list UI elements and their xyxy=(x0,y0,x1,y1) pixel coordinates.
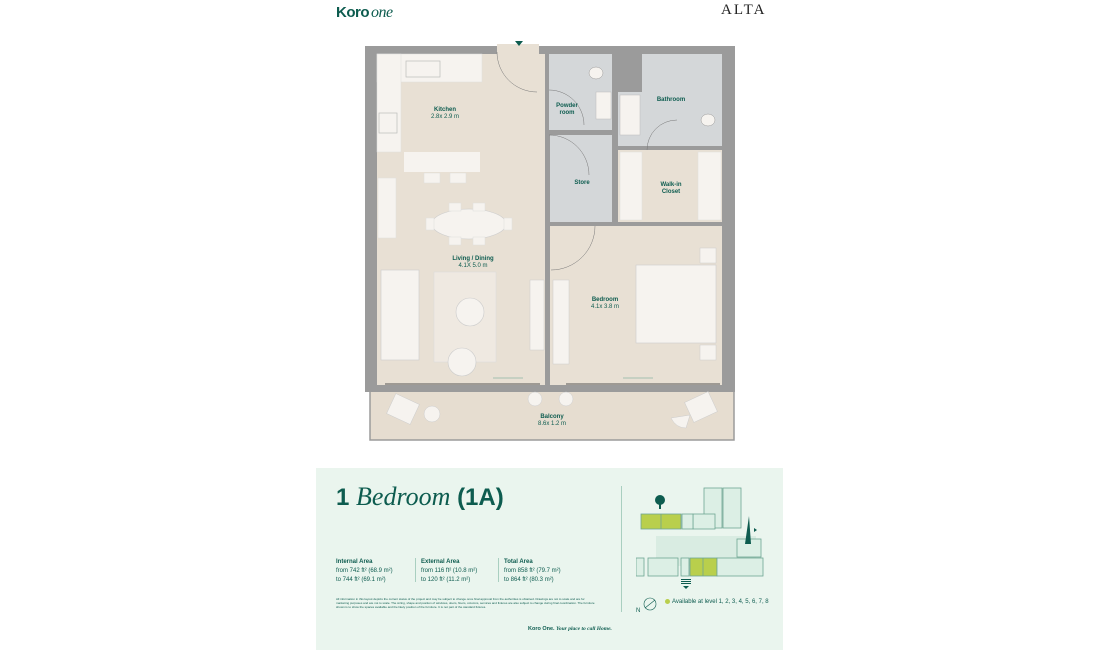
dining-table xyxy=(431,208,507,240)
basin-icon xyxy=(595,91,612,120)
basin-icon xyxy=(619,94,641,136)
unit-title: 1 Bedroom (1A) xyxy=(336,482,504,511)
entrance xyxy=(497,44,539,56)
nightstand xyxy=(699,247,717,264)
disclaimer: All information in this layout depicts t… xyxy=(336,597,595,609)
desk xyxy=(552,279,570,365)
entrance-arrow-icon xyxy=(515,41,523,46)
plant xyxy=(558,391,574,407)
room-label-bathroom: Bathroom xyxy=(656,97,686,103)
tv-unit xyxy=(529,279,545,351)
tower-icon xyxy=(745,516,751,544)
coffee-table xyxy=(455,297,485,327)
availability-legend: Available at level 1, 2, 3, 4, 5, 6, 7, … xyxy=(665,599,769,605)
available-dot-icon xyxy=(665,599,670,604)
tree-icon xyxy=(655,495,665,509)
toilet-icon xyxy=(588,66,604,80)
store-floor xyxy=(550,135,612,222)
door-swings xyxy=(496,51,678,271)
balcony-chair xyxy=(386,393,420,425)
hob-icon xyxy=(378,112,398,134)
key-plan xyxy=(636,487,764,589)
bathroom-floor xyxy=(642,54,722,146)
divider xyxy=(415,558,416,582)
room-label-store: Store xyxy=(574,180,590,186)
room-label-powder-room: Powder room xyxy=(556,103,578,116)
balcony-chair xyxy=(684,391,718,423)
toilet-icon xyxy=(700,113,716,127)
divider xyxy=(498,558,499,582)
nightstand xyxy=(699,344,717,361)
tagline: Koro One. Your place to call Home. xyxy=(528,626,612,632)
floor-plan xyxy=(365,41,735,441)
plant xyxy=(527,391,543,407)
armchair xyxy=(447,347,477,377)
wardrobe xyxy=(697,151,722,221)
north-compass-icon xyxy=(643,597,657,611)
bed xyxy=(635,264,717,344)
divider xyxy=(621,486,622,612)
sink-icon xyxy=(405,60,441,78)
sideboard xyxy=(377,177,397,239)
kitchen-island xyxy=(404,152,480,172)
sofa xyxy=(380,269,420,361)
wardrobe xyxy=(619,151,643,221)
north-label: N xyxy=(636,608,641,614)
alta-logo: ALTA xyxy=(721,2,767,18)
entrance-icon xyxy=(681,579,691,589)
room-label-walk-in-closet: Walk-in Closet xyxy=(660,182,682,195)
